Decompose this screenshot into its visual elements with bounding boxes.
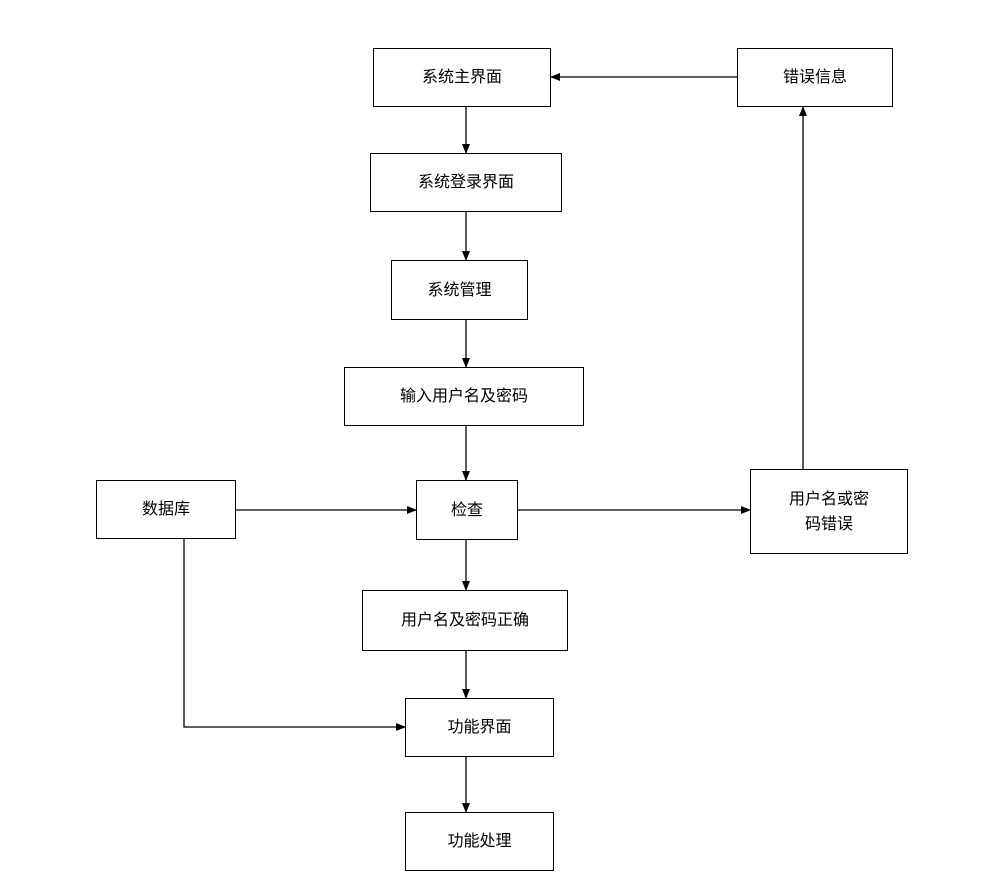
node-input-credentials: 输入用户名及密码 <box>344 367 584 426</box>
node-database: 数据库 <box>96 480 236 539</box>
node-login-interface: 系统登录界面 <box>370 153 562 212</box>
node-main-interface-label: 系统主界面 <box>421 67 502 87</box>
arrow-database-to-function-ui <box>183 539 406 731</box>
node-main-interface: 系统主界面 <box>373 48 551 107</box>
node-system-management-label: 系统管理 <box>427 279 492 299</box>
node-credentials-wrong-label-line1: 用户名或密 <box>788 488 869 508</box>
node-function-processing-label: 功能处理 <box>447 831 512 851</box>
node-credentials-correct-label: 用户名及密码正确 <box>400 610 529 630</box>
node-error-info: 错误信息 <box>737 48 893 107</box>
node-credentials-wrong-label-line2: 码错误 <box>804 513 853 533</box>
node-database-label: 数据库 <box>141 499 190 519</box>
node-login-interface-label: 系统登录界面 <box>417 172 514 192</box>
node-check: 检查 <box>416 480 518 540</box>
node-function-interface: 功能界面 <box>405 698 554 757</box>
node-credentials-wrong: 用户名或密 码错误 <box>750 469 908 554</box>
node-function-interface-label: 功能界面 <box>447 717 512 737</box>
node-error-info-label: 错误信息 <box>782 67 847 87</box>
node-credentials-correct: 用户名及密码正确 <box>362 590 568 651</box>
node-system-management: 系统管理 <box>391 260 528 320</box>
node-check-label: 检查 <box>450 499 483 519</box>
node-input-credentials-label: 输入用户名及密码 <box>399 386 528 406</box>
node-function-processing: 功能处理 <box>405 812 554 871</box>
